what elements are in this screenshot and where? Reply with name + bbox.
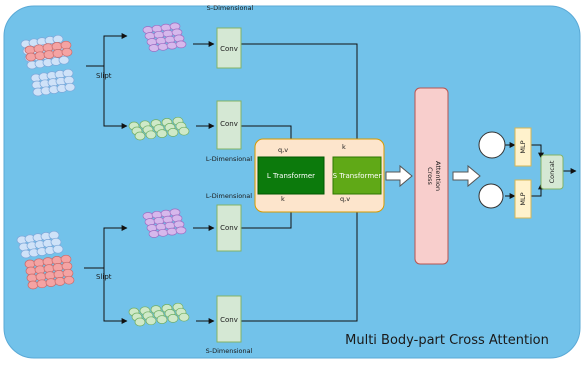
mlp-block-bottom: MLP	[514, 179, 532, 219]
feature-node-top	[478, 131, 506, 159]
split-label-bottom: Slipt	[96, 273, 112, 281]
conv-label: Conv	[220, 224, 238, 232]
hollow-arrow-to-mlp	[452, 164, 481, 188]
l-transformer-label: L Transformer	[267, 172, 315, 180]
s-dimensional-label-top: S-Dimensional	[207, 4, 254, 12]
skeleton-pink-bottom	[24, 254, 75, 290]
connectors	[84, 33, 577, 324]
cross-attention-block: Cross Attention	[414, 87, 449, 265]
conv-label: Conv	[220, 120, 238, 128]
conv-block-1: Conv	[216, 27, 242, 69]
skeleton-pink-top	[24, 40, 73, 62]
skeleton-purple-bottom	[142, 208, 187, 238]
conv-block-3: Conv	[216, 204, 242, 252]
concat-label: Concat	[548, 160, 556, 183]
cross-attention-label-line1: Cross	[426, 167, 434, 185]
mlp-label: MLP	[519, 192, 527, 205]
k-label-right: k	[342, 143, 346, 151]
l-dimensional-label-lower: L-Dimensional	[206, 192, 252, 200]
s-transformer-block: S Transformer	[332, 156, 382, 195]
qv-label-left: q,v	[278, 146, 288, 154]
mlp-block-top: MLP	[514, 127, 532, 167]
hollow-arrow-to-cross-attention	[385, 164, 413, 188]
l-dimensional-label-mid: L-Dimensional	[206, 155, 252, 163]
s-dimensional-label-bottom: S-Dimensional	[206, 347, 253, 355]
mlp-label: MLP	[519, 140, 527, 153]
conv-block-4: Conv	[216, 295, 242, 343]
skeleton-blue-bottom	[16, 230, 64, 259]
skeleton-purple-top	[142, 22, 187, 52]
concat-block: Concat	[540, 154, 564, 190]
skeleton-green-top	[128, 116, 190, 141]
conv-label: Conv	[220, 45, 238, 53]
cross-attention-label-line2: Attention	[434, 161, 442, 191]
skeleton-groups	[16, 22, 190, 327]
k-label-left: k	[281, 195, 285, 203]
diagram-title: Multi Body-part Cross Attention	[345, 333, 549, 348]
conv-label: Conv	[220, 316, 238, 324]
skeleton-green-bottom	[128, 302, 190, 327]
feature-node-bottom	[478, 183, 504, 209]
s-transformer-label: S Transformer	[333, 172, 382, 180]
split-label-top: Slipt	[96, 72, 112, 80]
l-transformer-block: L Transformer	[257, 156, 325, 195]
qv-label-right: q,v	[340, 195, 350, 203]
skeleton-blue-top-lower	[30, 68, 76, 97]
conv-block-2: Conv	[216, 100, 242, 150]
